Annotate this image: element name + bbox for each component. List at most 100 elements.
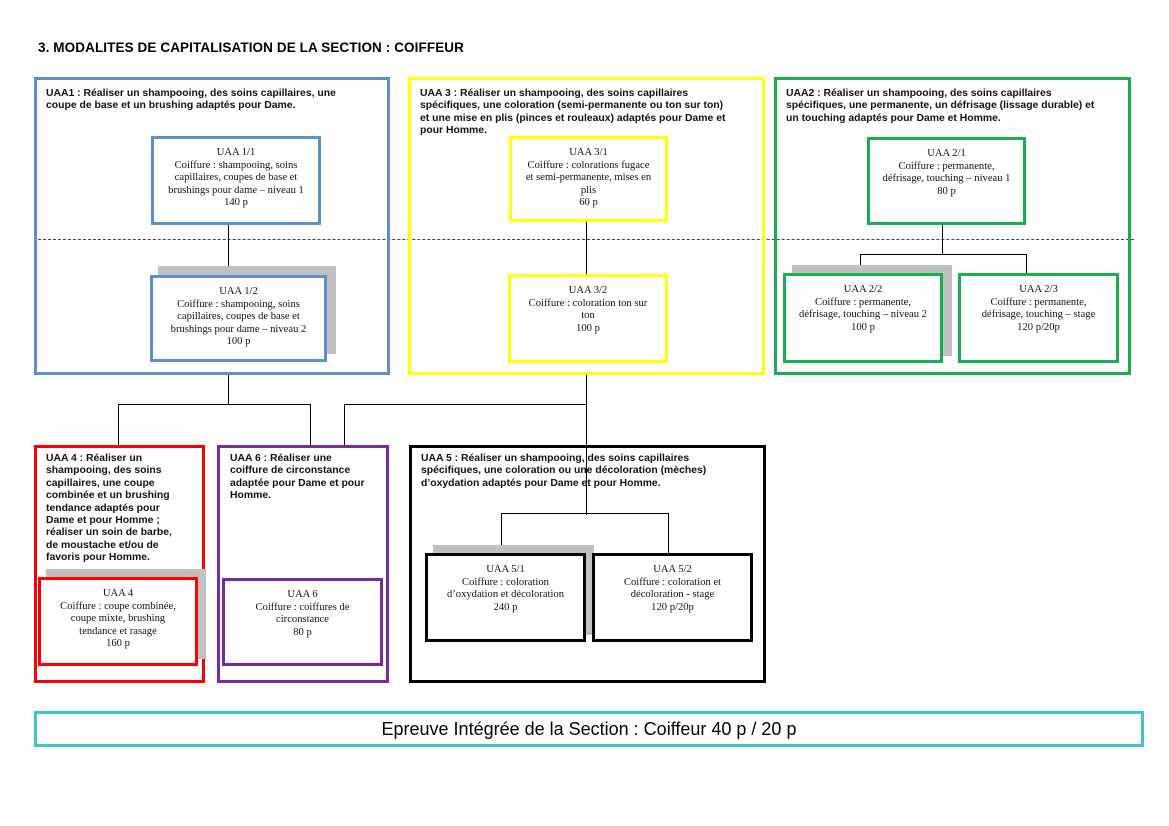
node-code: UAA 1/1: [216, 147, 256, 158]
node-uaa-4[interactable]: UAA 4 Coiffure : coupe combinée, coupe m…: [38, 577, 198, 666]
node-text: capillaires, coupes de base et: [174, 172, 298, 184]
node-code: UAA 2/1: [927, 148, 966, 159]
node-text: Coiffure : coiffures de: [255, 601, 350, 613]
node-text: tendance et rasage: [79, 625, 157, 637]
title-line: spécifiques, une coloration (semi-perman…: [420, 100, 724, 112]
node-text: circonstance: [276, 614, 329, 626]
node-text: Coiffure : permanente,: [898, 160, 995, 172]
node-code: UAA 5/1: [486, 564, 525, 575]
title-line: de moustache et/ou de: [46, 539, 159, 551]
node-code: UAA 2/2: [843, 284, 883, 295]
node-text: coupe mixte, brushing: [70, 613, 166, 625]
title-line: shampooing, des soins: [46, 465, 162, 477]
connector: [228, 375, 229, 404]
node-text: brushings pour dame – niveau 2: [170, 323, 307, 335]
node-text: et semi-permanente, mises en: [525, 172, 652, 184]
node-code: UAA 3/2: [568, 285, 608, 296]
node-text: Coiffure : permanente,: [990, 296, 1087, 308]
title-line: capillaires, une coupe: [46, 477, 155, 489]
node-text: Coiffure : coupe combinée,: [60, 600, 176, 612]
node-text: capillaires, coupes de base et: [177, 311, 300, 323]
node-text: d’oxydation et décoloration: [446, 589, 565, 601]
node-periods: 120 p/20p: [1017, 321, 1060, 333]
node-periods: 60 p: [579, 197, 598, 209]
node-text: Coiffure : colorations fugace: [527, 159, 650, 171]
node-uaa-3-2[interactable]: UAA 3/2 Coiffure : coloration ton sur to…: [508, 274, 668, 363]
node-uaa-2-2[interactable]: UAA 2/2 Coiffure : permanente, défrisage…: [783, 273, 943, 363]
connector: [586, 221, 587, 275]
title-line: et une mise en plis (pinces et rouleaux)…: [420, 112, 726, 124]
node-uaa-5-2[interactable]: UAA 5/2 Coiffure : coloration et décolor…: [592, 553, 753, 642]
node-code: UAA 4: [102, 588, 134, 599]
group-uaa5-title: UAA 5 : Réaliser un shampooing, des soin…: [421, 453, 706, 490]
title-line: spécifiques, une coloration ou une décol…: [421, 465, 707, 477]
node-text: Coiffure : coloration et: [623, 576, 722, 588]
group-uaa1: UAA1 : Réaliser un shampooing, des soins…: [34, 77, 390, 375]
title-line: UAA 3 : Réaliser un shampooing, des soin…: [420, 88, 689, 99]
title-line: favoris pour Homme.: [46, 552, 150, 564]
node-uaa-6[interactable]: UAA 6 Coiffure : coiffures de circonstan…: [222, 578, 383, 666]
group-uaa5: UAA 5 : Réaliser un shampooing, des soin…: [409, 445, 766, 683]
title-line: Homme.: [230, 490, 271, 502]
node-code: UAA 5/2: [653, 564, 692, 575]
integrated-exam-box: Epreuve Intégrée de la Section : Coiffeu…: [34, 711, 1144, 747]
group-uaa3-title: UAA 3 : Réaliser un shampooing, des soin…: [420, 88, 725, 138]
connector: [860, 254, 861, 274]
node-text: Coiffure : coloration: [462, 576, 549, 588]
connector: [344, 404, 586, 405]
group-uaa2: UAA2 : Réaliser un shampooing, des soins…: [774, 77, 1131, 375]
group-uaa4-title: UAA 4 : Réaliser un shampooing, des soin…: [46, 453, 172, 565]
node-periods: 140 p: [224, 197, 248, 209]
title-line: UAA2 : Réaliser un shampooing, des soins…: [786, 88, 1052, 99]
node-uaa-1-2[interactable]: UAA 1/2 Coiffure : shampooing, soins cap…: [150, 275, 327, 362]
title-line: tendance adaptés pour: [46, 502, 160, 514]
node-uaa-1-1[interactable]: UAA 1/1 Coiffure : shampooing, soins cap…: [151, 136, 321, 225]
connector: [942, 224, 943, 254]
connector: [668, 513, 669, 554]
connector: [501, 513, 669, 514]
node-text: Coiffure : shampooing, soins: [177, 298, 300, 310]
title-line: réaliser un soin de barbe,: [46, 527, 172, 539]
node-periods: 160 p: [106, 638, 130, 650]
node-uaa-2-3[interactable]: UAA 2/3 Coiffure : permanente, défrisage…: [958, 273, 1119, 363]
title-line: UAA1 : Réaliser un shampooing, des soins…: [46, 88, 336, 99]
page-title: 3. MODALITES DE CAPITALISATION DE LA SEC…: [38, 40, 465, 55]
node-text: plis: [580, 184, 597, 196]
connector: [118, 404, 119, 446]
node-code: UAA 2/3: [1019, 284, 1058, 295]
group-uaa6-title: UAA 6 : Réaliser une coiffure de circons…: [230, 453, 365, 503]
title-line: pour Homme.: [420, 125, 487, 137]
node-text: défrisage, touching – niveau 2: [799, 309, 927, 321]
node-uaa-2-1[interactable]: UAA 2/1 Coiffure : permanente, défrisage…: [867, 137, 1026, 225]
connector: [310, 404, 311, 446]
connector: [344, 404, 345, 446]
node-code: UAA 6: [287, 589, 318, 600]
node-uaa-3-1[interactable]: UAA 3/1 Coiffure : colorations fugace et…: [509, 136, 668, 222]
node-periods: 80 p: [937, 185, 956, 197]
title-line: UAA 4 : Réaliser un: [46, 453, 143, 464]
node-text: Coiffure : permanente,: [815, 296, 911, 308]
title-line: UAA 5 : Réaliser un shampooing, des soin…: [421, 453, 690, 464]
title-line: un touching adaptés pour Dame et Homme.: [786, 112, 1001, 124]
node-periods: 240 p: [493, 601, 518, 613]
node-periods: 100 p: [851, 321, 875, 333]
node-text: Coiffure : shampooing, soins: [174, 159, 298, 171]
group-uaa4: UAA 4 : Réaliser un shampooing, des soin…: [34, 445, 205, 683]
connector: [118, 404, 310, 405]
title-line: adaptée pour Dame et pour: [230, 477, 365, 489]
title-line: coupe de base et un brushing adaptés pou…: [46, 100, 296, 112]
integrated-exam-label: Epreuve Intégrée de la Section : Coiffeu…: [381, 719, 797, 739]
node-code: UAA 1/2: [219, 286, 258, 297]
node-text: ton: [581, 310, 595, 322]
connector: [228, 225, 229, 275]
title-line: spécifiques, une permanente, un défrisag…: [786, 100, 1095, 112]
node-periods: 100 p: [576, 322, 600, 334]
group-uaa6: UAA 6 : Réaliser une coiffure de circons…: [217, 445, 389, 683]
node-uaa-5-1[interactable]: UAA 5/1 Coiffure : coloration d’oxydatio…: [425, 553, 586, 642]
group-uaa3: UAA 3 : Réaliser un shampooing, des soin…: [408, 77, 765, 375]
connector: [501, 513, 502, 554]
connector: [1026, 254, 1027, 274]
node-text: brushings pour dame – niveau 1: [168, 184, 304, 196]
title-line: coiffure de circonstance: [230, 465, 351, 477]
node-code: UAA 3/1: [569, 147, 608, 158]
